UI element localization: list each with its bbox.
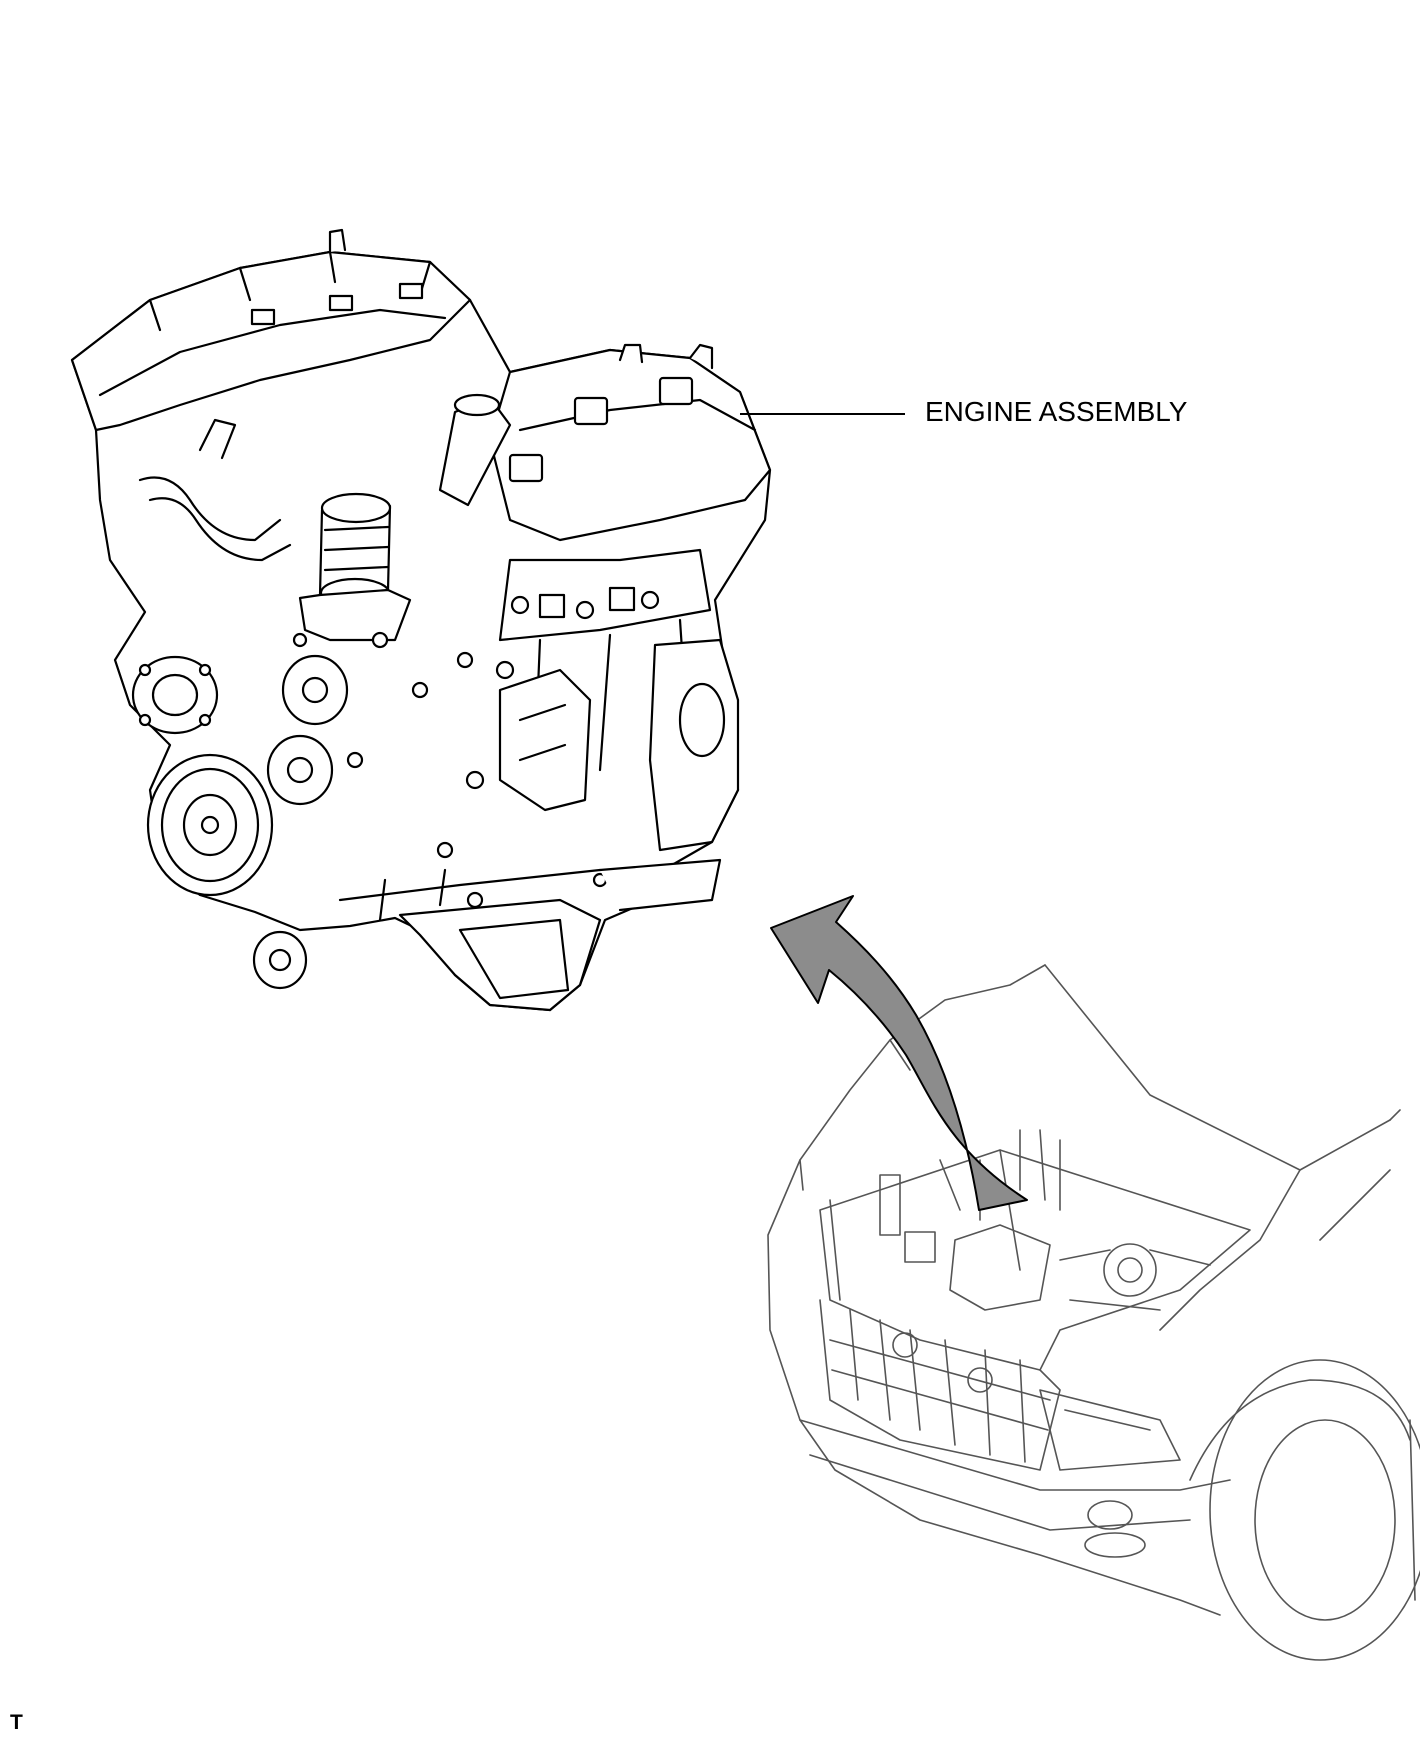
engine-assembly-label: ENGINE ASSEMBLY xyxy=(925,396,1188,427)
vehicle-illustration xyxy=(767,964,1420,1661)
figure-corner-mark: T xyxy=(10,1711,23,1734)
removal-arrow xyxy=(770,895,1028,1211)
engine-assembly-illustration xyxy=(70,228,772,1012)
